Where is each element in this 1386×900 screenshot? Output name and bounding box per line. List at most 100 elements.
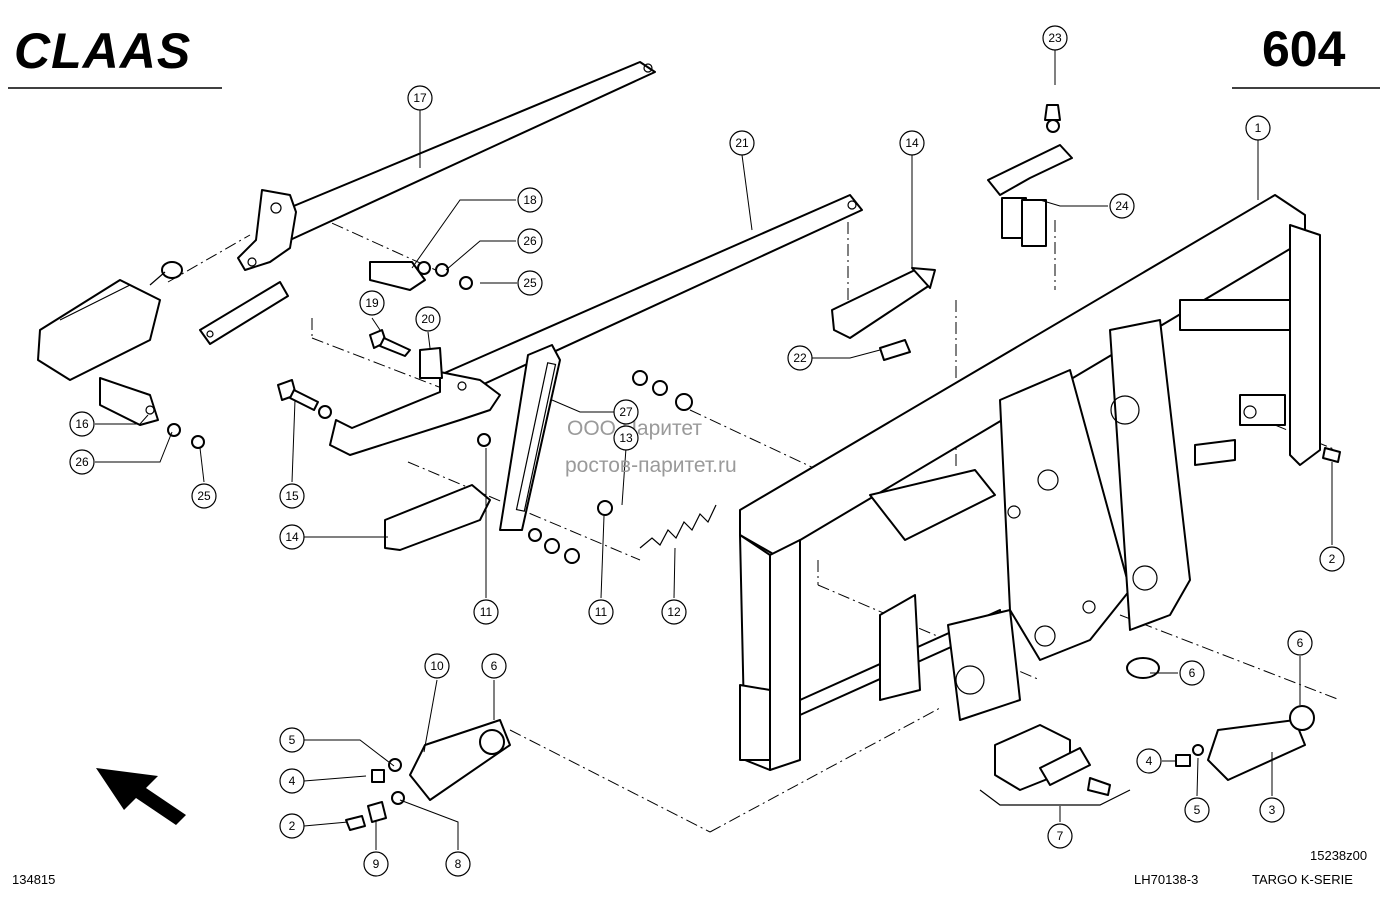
washers-upper (417, 261, 693, 411)
callout-circle (407, 85, 433, 111)
bushing-20 (419, 347, 443, 379)
callout-c6a: 6 (481, 653, 507, 679)
callout-circle (729, 130, 755, 156)
callout-label: 22 (793, 351, 807, 365)
callout-label: 19 (365, 296, 379, 310)
callout-circle (69, 449, 95, 475)
callout-label: 8 (455, 857, 462, 871)
callout-c2a: 2 (1319, 546, 1345, 572)
callout-c5b: 5 (1184, 797, 1210, 823)
page-number: 604 (1262, 21, 1346, 77)
direction-arrow-icon (96, 768, 186, 825)
callout-c4a: 4 (279, 768, 305, 794)
footer-series: TARGO K-SERIE (1252, 872, 1353, 887)
callout-c5a: 5 (279, 727, 305, 753)
callout-label: 15 (285, 489, 299, 503)
pin-14-upper (831, 267, 936, 339)
callout-c8: 8 (445, 851, 471, 877)
callout-label: 14 (905, 136, 919, 150)
callout-label: 5 (289, 733, 296, 747)
callout-label: 2 (289, 819, 296, 833)
callout-label: 5 (1194, 803, 1201, 817)
callout-c6b: 6 (1179, 660, 1205, 686)
callout-c22: 22 (787, 345, 813, 371)
callout-c14a: 14 (899, 130, 925, 156)
pin-3-right (1175, 705, 1315, 781)
callout-label: 18 (523, 193, 537, 207)
callout-c9: 9 (363, 851, 389, 877)
callout-label: 11 (595, 605, 608, 619)
callout-c25a: 25 (517, 270, 543, 296)
callout-c2b: 2 (279, 813, 305, 839)
callout-circle (517, 270, 543, 296)
callout-label: 11 (480, 605, 493, 619)
callout-label: 12 (667, 605, 681, 619)
callout-circle (1184, 797, 1210, 823)
callout-circle (1047, 823, 1073, 849)
callout-c12: 12 (661, 599, 687, 625)
callout-circle (279, 768, 305, 794)
callout-label: 23 (1048, 31, 1062, 45)
callout-c25b: 25 (191, 483, 217, 509)
bolt-15 (277, 379, 332, 419)
callout-c19: 19 (359, 290, 385, 316)
spring-12 (639, 504, 717, 549)
footer-drawing-code: 15238z00 (1310, 848, 1367, 863)
callout-c26a: 26 (517, 228, 543, 254)
main-frame-1 (739, 194, 1321, 771)
clamp-block-7 (994, 724, 1111, 796)
pin-14-lower (384, 484, 491, 551)
callout-circle (473, 599, 499, 625)
callout-label: 26 (75, 455, 89, 469)
callout-label: 10 (430, 659, 444, 673)
footer-left-code: 134815 (12, 872, 55, 887)
hydraulic-cylinder (37, 261, 183, 381)
callout-circle (1319, 546, 1345, 572)
callout-label: 21 (735, 136, 749, 150)
upper-link-bar-17 (199, 61, 656, 345)
callout-label: 9 (373, 857, 380, 871)
callout-c7: 7 (1047, 823, 1073, 849)
callout-circle (517, 228, 543, 254)
callout-c4b: 4 (1136, 748, 1162, 774)
callout-circle (69, 411, 95, 437)
callout-circle (1136, 748, 1162, 774)
callout-label: 16 (75, 417, 89, 431)
callout-circle (279, 524, 305, 550)
leader-lines (95, 50, 1333, 850)
callout-c13: 13 (613, 425, 639, 451)
callout-c11a: 11 (473, 599, 499, 625)
callout-label: 1 (1255, 121, 1262, 135)
mount-bracket-24 (987, 104, 1073, 247)
callout-circle (363, 851, 389, 877)
callout-circle (661, 599, 687, 625)
watermark-site: ростов-паритет.ru (565, 454, 737, 477)
callout-label: 24 (1115, 199, 1129, 213)
callout-circle (787, 345, 813, 371)
callout-label: 27 (619, 405, 633, 419)
callout-label: 6 (1189, 666, 1196, 680)
washers-lower (167, 423, 613, 564)
callout-circle (481, 653, 507, 679)
callout-label: 2 (1329, 552, 1336, 566)
callout-circle (1109, 193, 1135, 219)
callout-label: 17 (413, 91, 427, 105)
callout-circle (1287, 630, 1313, 656)
callout-c21: 21 (729, 130, 755, 156)
callout-c24: 24 (1109, 193, 1135, 219)
callout-circle (1179, 660, 1205, 686)
callout-label: 13 (619, 431, 633, 445)
callout-c26b: 26 (69, 449, 95, 475)
callout-circle (415, 306, 441, 332)
callout-label: 6 (1297, 636, 1304, 650)
callout-c27: 27 (613, 399, 639, 425)
callout-circle (359, 290, 385, 316)
callout-circle (613, 399, 639, 425)
claas-logo: CLAAS (14, 23, 191, 79)
watermark-company: ООО Паритет (567, 417, 702, 440)
pin-10-left (345, 719, 511, 831)
callout-circle (279, 483, 305, 509)
pin-22 (879, 339, 911, 361)
